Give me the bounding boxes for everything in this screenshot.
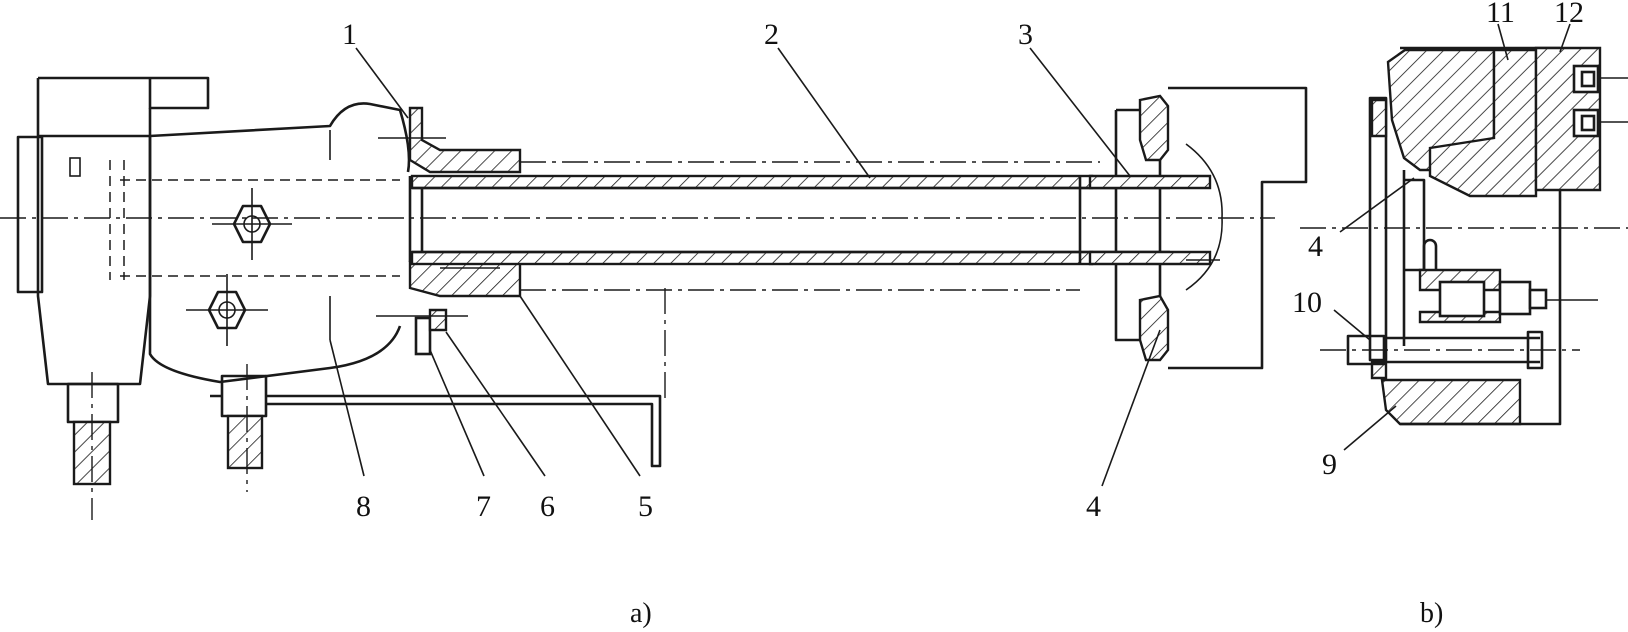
view-a-assembly: 1 2 3 4 5 6 7 8 a): [0, 18, 1308, 629]
end-housing: [1088, 86, 1308, 370]
callout-b-4: 4: [1308, 230, 1323, 263]
tube-2: [410, 161, 1170, 291]
callout-11: 11: [1486, 0, 1515, 29]
main-body-8: [120, 102, 666, 492]
callout-10: 10: [1292, 286, 1322, 319]
callout-8: 8: [356, 490, 371, 523]
callout-5: 5: [638, 490, 653, 523]
callout-2: 2: [764, 18, 779, 51]
callout-7: 7: [476, 490, 491, 523]
spindle-head: [16, 76, 210, 520]
leader-lines-a: [329, 47, 1161, 487]
callout-4: 4: [1086, 490, 1101, 523]
callout-3: 3: [1018, 18, 1033, 51]
view-b-detail: 4 9 10 11 12 b): [1292, 0, 1628, 629]
callout-6: 6: [540, 490, 555, 523]
caption-a: a): [630, 598, 652, 629]
caption-b: b): [1420, 598, 1443, 629]
callout-12: 12: [1554, 0, 1584, 29]
flange-and-sleeve: [376, 106, 522, 356]
callout-9: 9: [1322, 448, 1337, 481]
callout-1: 1: [342, 18, 357, 51]
